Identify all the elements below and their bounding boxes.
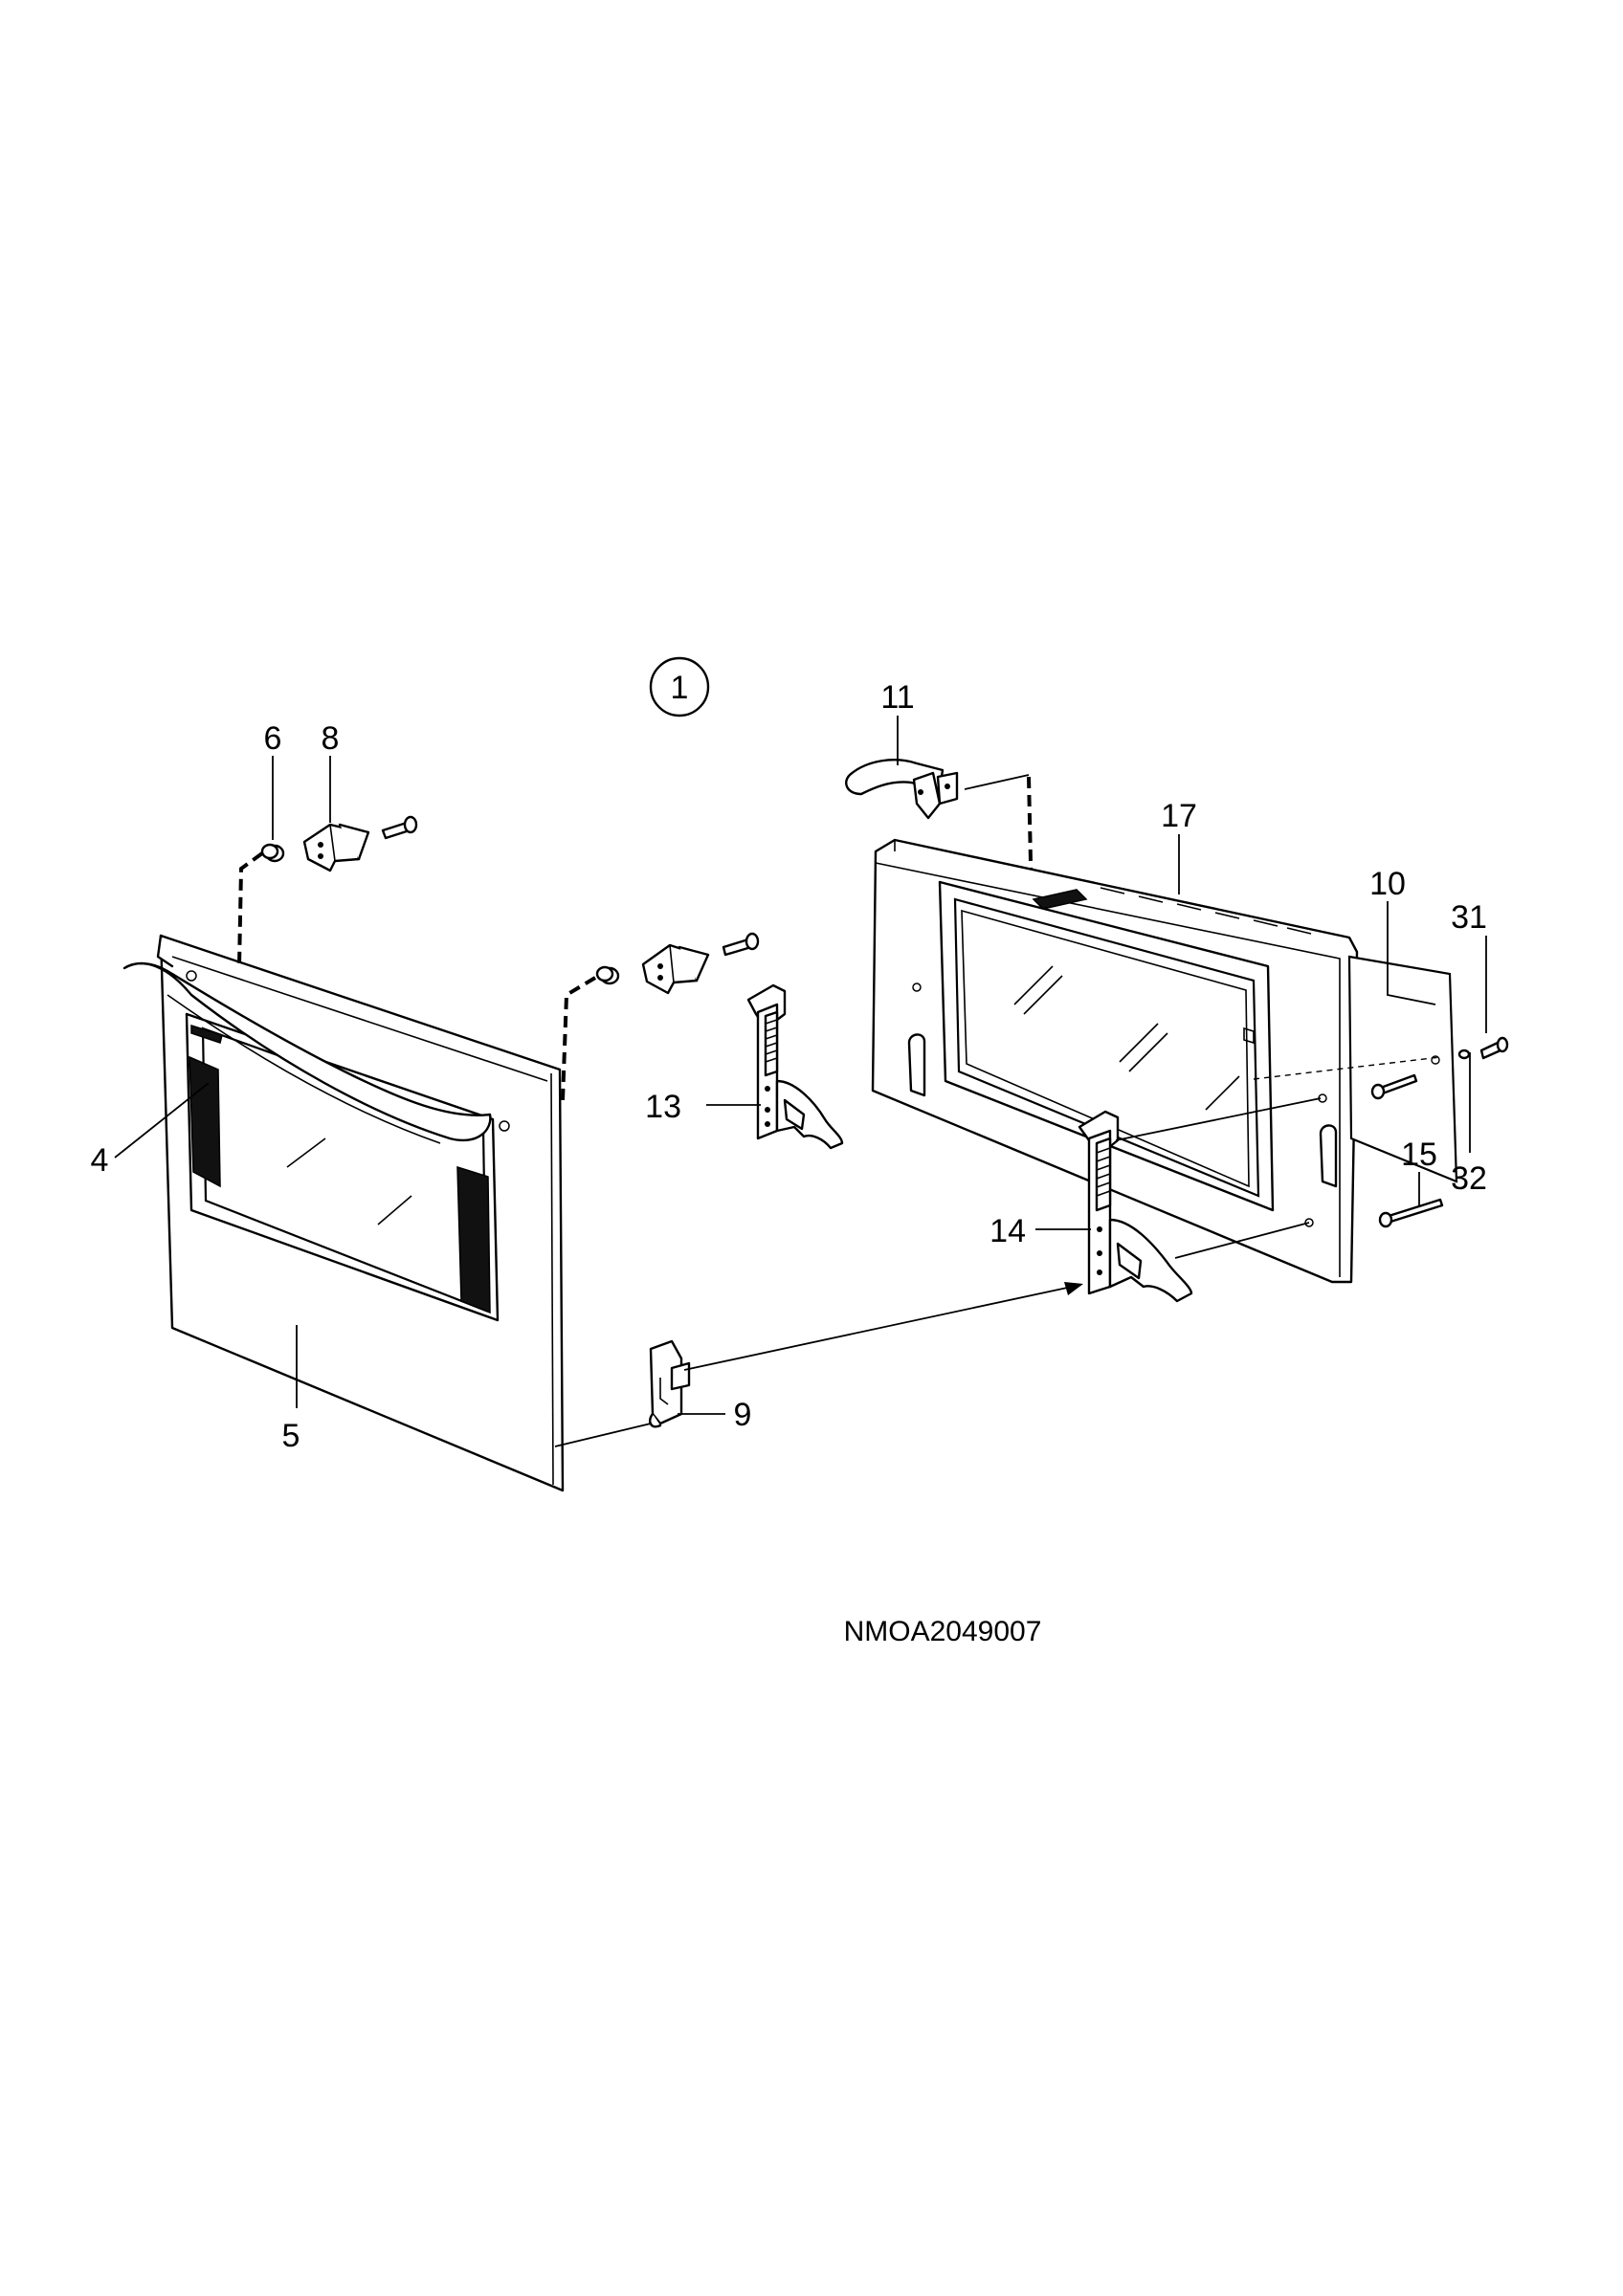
screw-31 (1479, 1036, 1509, 1060)
group-marker-label: 1 (671, 670, 689, 706)
washer-32 (1457, 1049, 1471, 1060)
callout-11: 11 (880, 679, 914, 716)
door-handle (122, 961, 492, 1144)
callout-6: 6 (264, 720, 282, 757)
callout-8: 8 (322, 720, 340, 757)
hinge-13 (746, 983, 844, 1150)
pin-15-lower (1378, 1198, 1444, 1228)
inner-door-frame (871, 838, 1359, 1284)
callout-32: 32 (1451, 1160, 1487, 1197)
leader-lines (114, 716, 1487, 1447)
outer-door-panel (156, 934, 565, 1492)
hinge-to-frame-line-upper (1115, 1097, 1322, 1141)
latch-connector-line (964, 774, 1030, 790)
hinge-receiver-9 (649, 1339, 691, 1428)
glass-panel (1347, 955, 1458, 1183)
receiver-arrow-head (1064, 1282, 1083, 1295)
callout-4: 4 (91, 1142, 109, 1179)
callout-labels: 6 8 11 17 10 31 32 15 13 14 4 5 9 (91, 679, 1487, 1454)
hinge-to-frame-line-lower (1174, 1222, 1310, 1259)
door-latch (845, 759, 959, 820)
callout-10: 10 (1369, 866, 1406, 902)
dashed-assembly-line-latch (1027, 776, 1034, 905)
callout-5: 5 (282, 1418, 300, 1454)
callout-14: 14 (989, 1213, 1026, 1249)
hinge-bracket-left (302, 823, 370, 872)
dashed-assembly-line-left (237, 851, 264, 967)
pin-15-upper (1370, 1073, 1418, 1100)
screw-upper-left (381, 815, 418, 840)
receiver-arrow-line (683, 1286, 1073, 1371)
callout-13: 13 (645, 1089, 681, 1125)
callout-17: 17 (1161, 798, 1197, 834)
hinge-bracket-right (641, 943, 710, 995)
diagram-code: NMOA2049007 (844, 1616, 1042, 1647)
spacer-right (595, 965, 620, 985)
callout-9: 9 (734, 1397, 752, 1433)
spacer-left (260, 843, 285, 863)
dashed-assembly-line-right (561, 976, 597, 1101)
callout-15: 15 (1401, 1137, 1437, 1173)
callout-31: 31 (1451, 899, 1487, 936)
screw-upper-right (722, 932, 760, 957)
group-marker: 1 (649, 656, 710, 718)
